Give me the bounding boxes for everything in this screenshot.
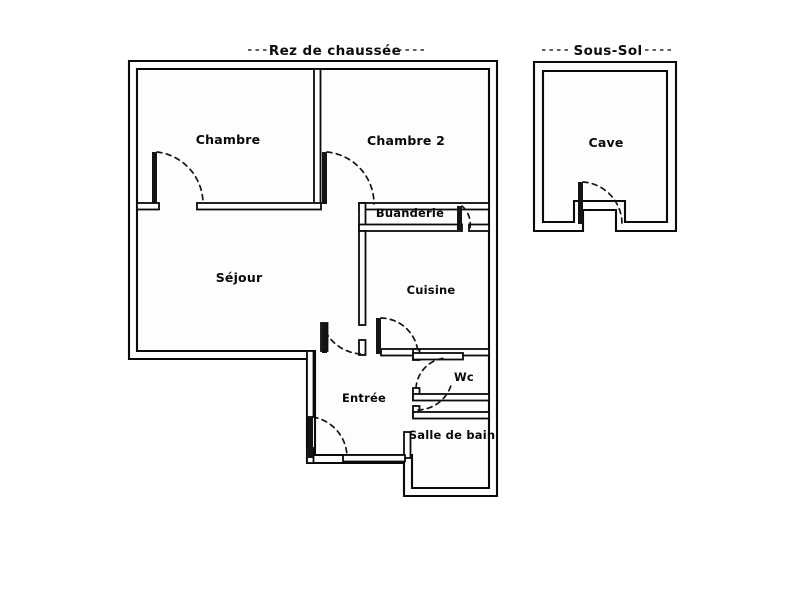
door-swing-arc [326, 151, 375, 205]
door-salle-de-bain[interactable] [417, 381, 453, 411]
door-sejour[interactable] [321, 322, 366, 355]
entree-left-wall-upper [306, 350, 315, 418]
door-jamb [136, 202, 160, 211]
room-label-entree: Entrée [342, 391, 386, 405]
room-label-cave: Cave [588, 135, 623, 150]
buanderie-bottom-wall [358, 223, 463, 232]
door-leaf [308, 417, 313, 458]
door-swing-arc [156, 151, 204, 205]
wall-chambre-chambre2 [313, 68, 322, 210]
room-label-sejour: Séjour [216, 270, 263, 285]
wc-bottom-wall [412, 393, 490, 402]
door-leaf [457, 206, 462, 230]
room-wc-walls [412, 348, 490, 402]
door-leaf [152, 152, 157, 204]
exterior-wall-inner [541, 69, 669, 224]
door-swing-arc [582, 181, 623, 225]
room-label-buanderie: Buanderie [376, 206, 444, 220]
section-title-text: Sous-Sol [573, 43, 642, 59]
partition-wall [313, 68, 322, 210]
room-label-wc: Wc [454, 370, 474, 384]
partition-wall [196, 202, 322, 211]
wc-top-inner-wall [412, 352, 464, 361]
room-label-cuisine: Cuisine [407, 283, 456, 297]
wall-entree-bottom [342, 454, 406, 463]
door-leaf [578, 182, 583, 224]
door-swing-arc [417, 381, 453, 411]
door-cuisine[interactable] [376, 317, 419, 354]
sdb-left-wall [403, 431, 412, 459]
wall-chambre-sejour [196, 202, 322, 211]
wall-salle-de-bain [403, 405, 490, 459]
door-swing-arc [415, 357, 447, 389]
room-label-chambre2: Chambre 2 [367, 133, 445, 148]
door-chambre[interactable] [136, 151, 204, 211]
room-label-chambre: Chambre [196, 132, 261, 147]
section-title-sous-sol: Sous-Sol [542, 43, 675, 59]
door-leaf [322, 323, 327, 353]
section-title-text: Rez de chaussée [269, 43, 401, 59]
buanderie-bottom-wall-right [468, 223, 490, 232]
wall-sejour-cuisine [358, 230, 367, 356]
door-chambre2[interactable] [322, 151, 375, 205]
door-swing-arc [380, 317, 419, 353]
entree-bottom-wall [342, 454, 406, 463]
room-label-salle-de-bain: Salle de bain [409, 428, 496, 442]
basement-outline [532, 60, 678, 233]
door-leaf [376, 318, 381, 354]
sdb-top-wall [412, 411, 490, 420]
door-swing-arc [312, 416, 348, 458]
door-leaf [322, 152, 327, 204]
door-buanderie[interactable] [457, 205, 472, 230]
door-wc[interactable] [415, 357, 447, 389]
door-swing-arc [461, 205, 472, 229]
partition-wall [358, 230, 367, 326]
door-cave[interactable] [578, 181, 623, 225]
partition-wall-lower [358, 339, 367, 356]
section-title-rez-de-chaussee: Rez de chaussée [248, 43, 428, 59]
door-swing-arc [321, 322, 366, 355]
door-entree[interactable] [308, 416, 348, 458]
